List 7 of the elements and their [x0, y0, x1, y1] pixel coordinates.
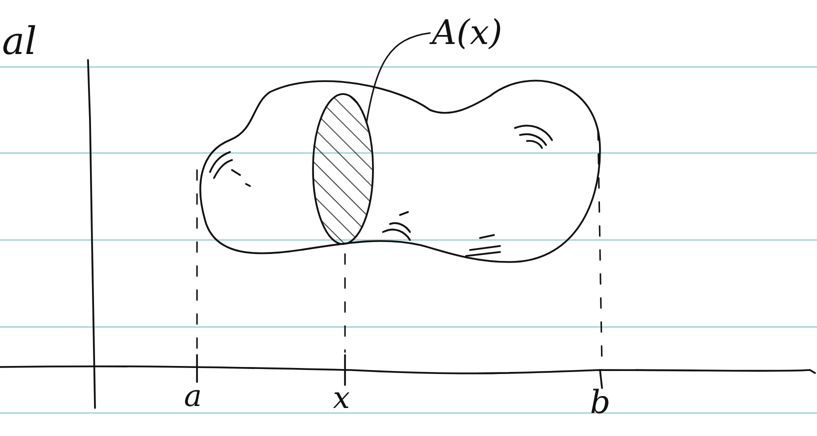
cross-section-ellipse [311, 92, 375, 246]
axis-label: a [184, 382, 202, 412]
partial-word: al [2, 22, 37, 60]
leader-line [366, 32, 431, 124]
axis-label: b [590, 386, 610, 418]
annotation-text: A(x) [432, 16, 502, 50]
axis-label: x [333, 384, 350, 414]
